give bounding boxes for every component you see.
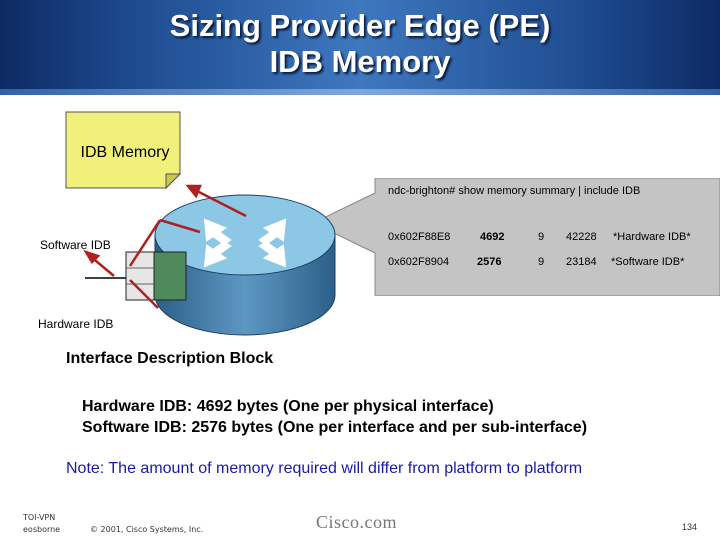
- idb-memory-note-label: IDB Memory: [80, 144, 170, 161]
- command-output-callout: [313, 178, 720, 296]
- footer-author: eosborne: [23, 525, 61, 534]
- row2-count: 9: [538, 256, 545, 268]
- interface-icon: [85, 251, 187, 301]
- platform-note: Note: The amount of memory required will…: [66, 460, 583, 477]
- section-heading: Interface Description Block: [66, 350, 274, 367]
- footer-course: TOI-VPN: [23, 513, 56, 522]
- slide-title: Sizing Provider Edge (PE) IDB Memory: [0, 8, 720, 80]
- router-diagram: [83, 184, 336, 336]
- row1-name: *Hardware IDB*: [613, 231, 691, 243]
- router-icon: [154, 194, 336, 336]
- row1-address: 0x602F88E8: [388, 231, 451, 243]
- hardware-idb-label: Hardware IDB: [38, 317, 114, 331]
- command-prompt: ndc-brighton#: [388, 185, 456, 197]
- command-text: show memory summary | include IDB: [458, 185, 641, 197]
- row2-address: 0x602F8904: [388, 256, 450, 268]
- row1-count: 9: [538, 231, 545, 243]
- pointer-arrows: [83, 184, 247, 309]
- row2-size: 2576: [477, 256, 502, 268]
- hardware-idb-definition: Hardware IDB: 4692 bytes (One per physic…: [82, 398, 494, 415]
- row2-name: *Software IDB*: [611, 256, 685, 268]
- page-number: 134: [682, 522, 698, 532]
- row2-total: 23184: [566, 256, 597, 268]
- slide-title-line2: IDB Memory: [269, 44, 451, 79]
- software-idb-definition: Software IDB: 2576 bytes (One per interf…: [82, 419, 588, 436]
- idb-memory-note-box: [65, 111, 182, 190]
- cisco-logo-text: Cisco.com: [316, 512, 397, 532]
- footer-copyright: © 2001, Cisco Systems, Inc.: [90, 525, 204, 534]
- software-idb-label: Software IDB: [40, 238, 111, 252]
- row1-total: 42228: [566, 231, 597, 243]
- command-line: ndc-brighton# show memory summary | incl…: [388, 185, 640, 197]
- row1-size: 4692: [480, 231, 505, 243]
- title-banner: [0, 0, 720, 95]
- slide-title-line1: Sizing Provider Edge (PE): [169, 8, 551, 43]
